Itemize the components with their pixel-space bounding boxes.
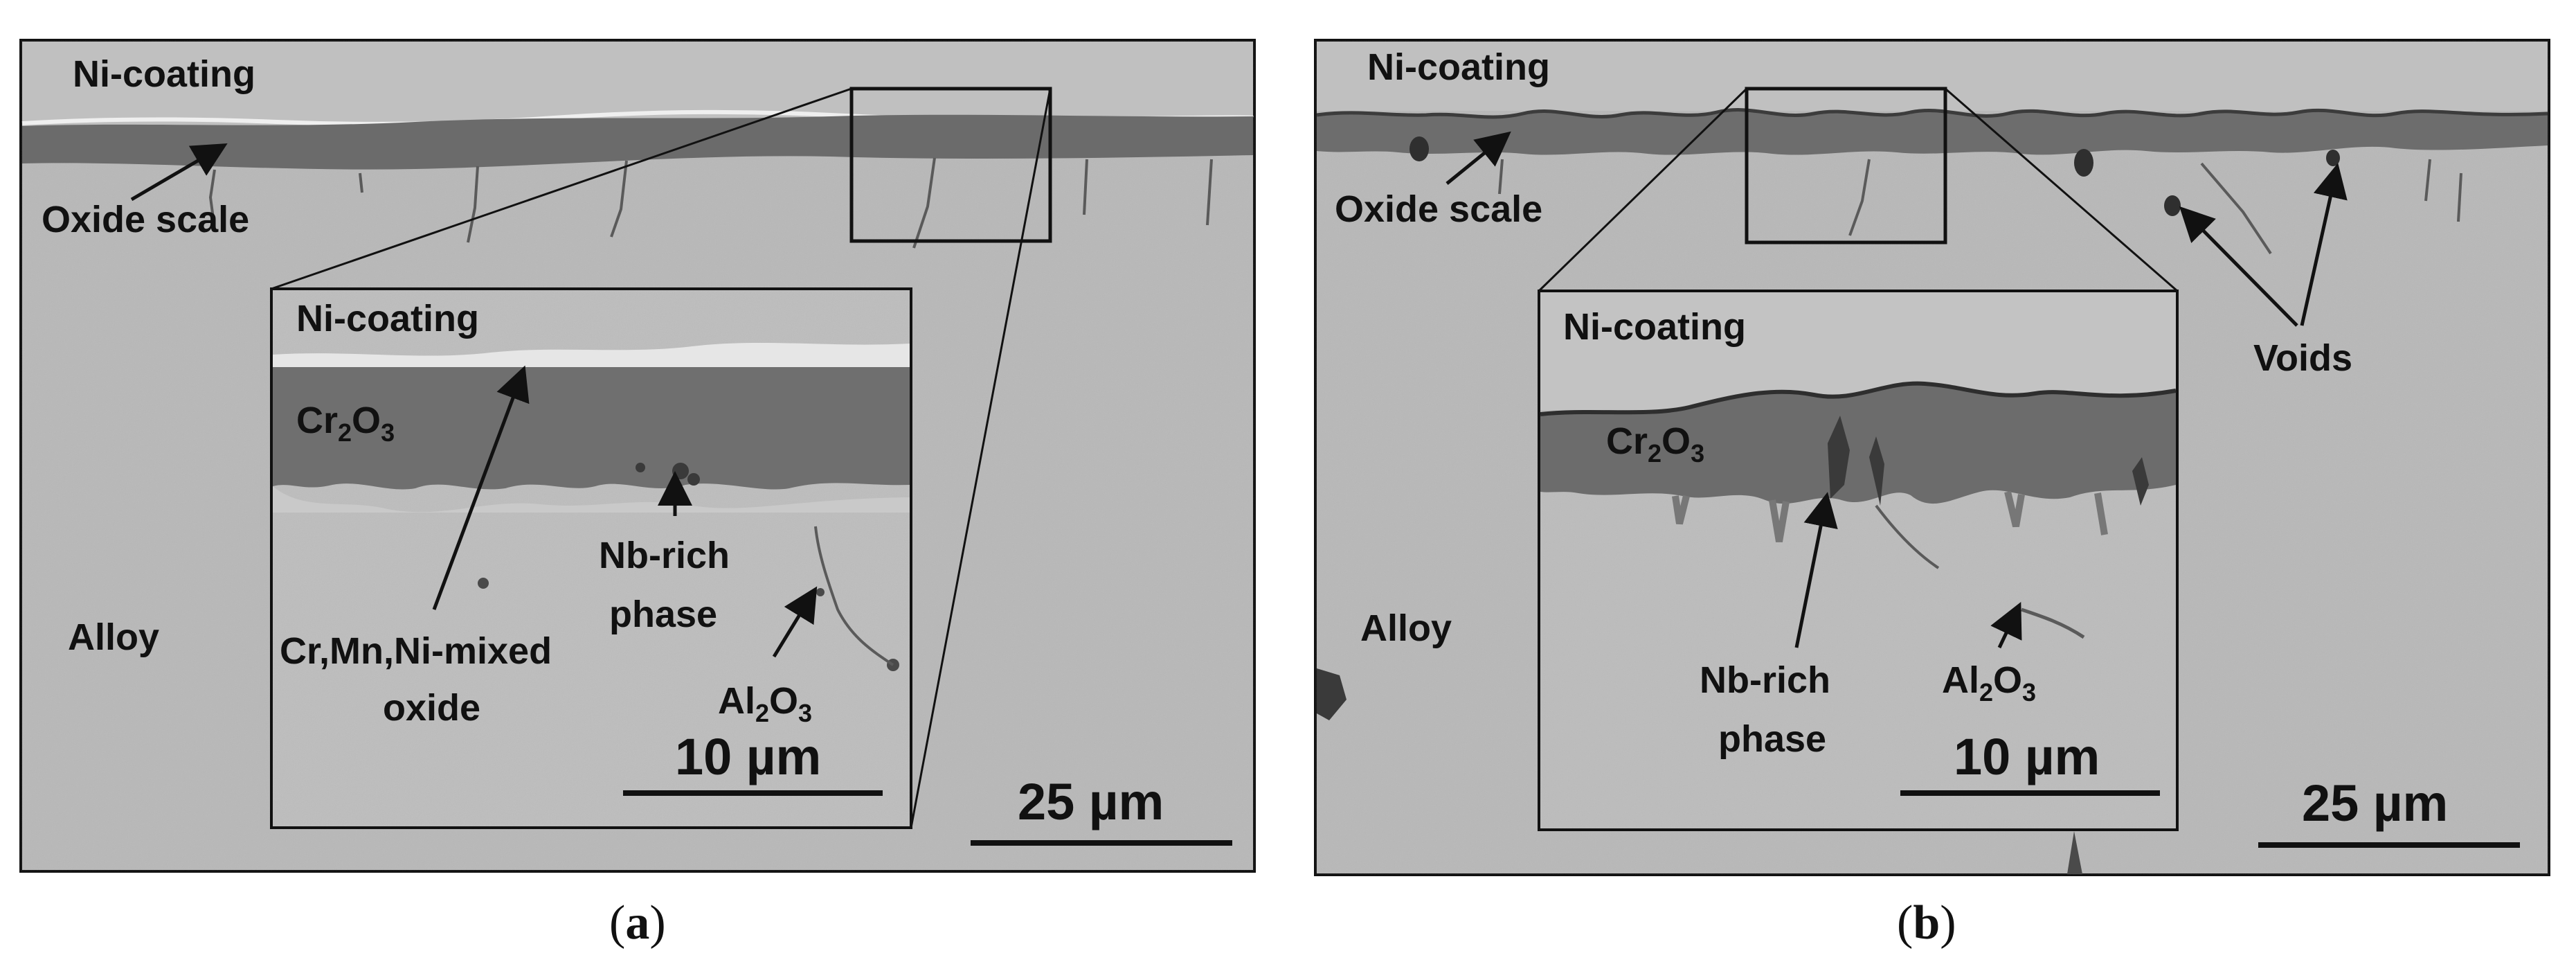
arrow-voids-1-b	[2179, 206, 2298, 327]
zoom-region-a	[849, 87, 1052, 243]
arrow-al2o3-a	[772, 586, 818, 658]
nb-rich-fingers-b	[1672, 490, 2108, 542]
zoom-connector-left-b	[1538, 87, 1748, 292]
label-ni-coating-b: Ni-coating	[1367, 46, 1550, 88]
scale-bar-label-a: 25 µm	[1018, 773, 1164, 830]
inset-label-nb-rich-line2-a: phase	[609, 594, 717, 635]
coating-band-b	[1317, 42, 2548, 111]
inset-label-nb-rich-line2-b: phase	[1718, 718, 1826, 760]
inset-alloy-lighter-a	[273, 486, 910, 513]
arrow-voids-2-b	[2300, 163, 2348, 326]
coating-interface-b	[1316, 108, 2548, 119]
arrow-mixed-oxide-a	[432, 365, 530, 610]
arrow-al2o3-b	[1990, 601, 2022, 649]
nb-rich-blobs-b	[1828, 416, 2149, 506]
inset-coating-area-b	[1540, 292, 2176, 410]
label-alloy-b: Alloy	[1360, 607, 1452, 649]
oxide-scale-band-a	[22, 114, 1253, 170]
inset-interface-b	[1540, 381, 2177, 416]
inset-label-cr2o3-a: Cr2O3	[296, 400, 395, 447]
panel-b: Ni-coating Oxide scale Alloy Voids 25 µm	[1314, 39, 2550, 950]
dark-edge-feature-b	[1317, 668, 1346, 720]
caption-a: (a)	[609, 896, 666, 950]
inset-oxide-a	[273, 367, 910, 490]
internal-oxidation-b	[1498, 159, 2462, 255]
label-oxide-scale-b: Oxide scale	[1335, 188, 1542, 230]
inset-a: Ni-coating Cr2O3 Cr,Mn,Ni-mixed oxide Nb…	[270, 287, 912, 829]
zoom-connector-left-a	[271, 87, 852, 290]
inset-label-al2o3-b: Al2O3	[1942, 659, 2036, 706]
inset-label-nb-rich-line1-a: Nb-rich	[599, 535, 730, 576]
inset-label-mixed-oxide-line2-a: oxide	[383, 687, 480, 729]
label-ni-coating-a: Ni-coating	[73, 53, 255, 95]
arrow-nb-rich-b	[1794, 492, 1838, 648]
inset-label-mixed-oxide-line1-a: Cr,Mn,Ni-mixed	[280, 630, 552, 672]
voids-b	[1409, 136, 2340, 216]
label-alloy-a: Alloy	[68, 616, 159, 658]
inset-scale-bar-label-b: 10 µm	[1954, 728, 2100, 785]
trace-diagonal-b	[1875, 504, 1940, 569]
al2o3-trace-b	[2021, 607, 2085, 639]
arrow-oxide-scale-a	[130, 143, 228, 202]
zoom-connector-right-b	[1945, 87, 2178, 292]
inset-label-al2o3-a: Al2O3	[718, 680, 812, 727]
scale-bar-label-b: 25 µm	[2302, 774, 2448, 832]
caption-b: (b)	[1897, 896, 1956, 950]
coating-band-a	[22, 42, 1253, 125]
inset-coating-crust-a	[273, 342, 910, 367]
inset-label-nb-rich-line1-b: Nb-rich	[1700, 659, 1830, 701]
inset-b: Ni-coating Cr2O3 Nb-rich phase Al2O3 10 …	[1538, 290, 2179, 831]
inset-label-ni-coating-a: Ni-coating	[296, 298, 479, 339]
dark-bottom-feature-b	[2067, 831, 2082, 874]
panel-a: Ni-coating Oxide scale Alloy 25 µm	[19, 39, 1256, 950]
zoom-connector-right-a	[910, 88, 1052, 828]
internal-oxidation-a	[208, 157, 1213, 249]
inset-scale-bar-label-a: 10 µm	[675, 728, 821, 785]
inset-label-cr2o3-b: Cr2O3	[1606, 420, 1704, 468]
zoom-region-b	[1745, 87, 1947, 245]
inset-oxide-b	[1540, 384, 2176, 504]
label-voids-b: Voids	[2253, 337, 2352, 379]
al2o3-trace-a	[814, 526, 894, 666]
arrow-oxide-scale-b	[1445, 131, 1511, 185]
label-oxide-scale-a: Oxide scale	[42, 199, 249, 240]
inset-label-ni-coating-b: Ni-coating	[1563, 306, 1746, 348]
oxide-scale-band-b	[1317, 111, 2548, 155]
